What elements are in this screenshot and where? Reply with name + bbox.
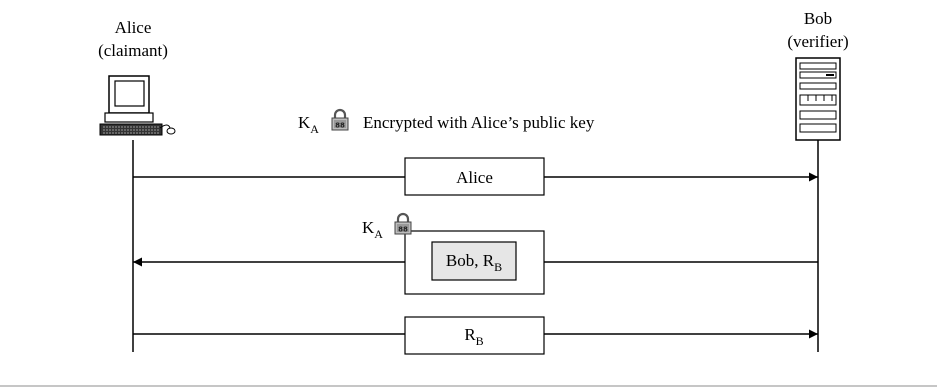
message-2: Bob, RB KA (133, 212, 818, 295)
bob-role: (verifier) (787, 32, 848, 51)
message-box (404, 316, 545, 355)
message-box (431, 241, 517, 281)
legend-text: Encrypted with Alice’s public key (363, 113, 595, 132)
alice-role: (claimant) (98, 41, 168, 60)
message-3: RB (133, 316, 818, 355)
message-3-label: RB (464, 325, 483, 348)
bob-name: Bob (804, 9, 832, 28)
encryption-legend: KA Encrypted with Alice’s public key (298, 108, 595, 136)
padlock-icon (330, 108, 350, 132)
message-2-key-symbol: KA (362, 218, 383, 241)
legend-key-symbol: KA (298, 113, 319, 136)
message-1-label: Alice (456, 168, 493, 187)
desktop-computer-icon (99, 75, 176, 136)
message-2-label: Bob, RB (446, 251, 502, 274)
message-box (404, 157, 545, 196)
padlock-icon (393, 212, 413, 236)
message-1: Alice (133, 157, 818, 196)
server-tower-icon (795, 57, 841, 141)
alice-name: Alice (115, 18, 152, 37)
